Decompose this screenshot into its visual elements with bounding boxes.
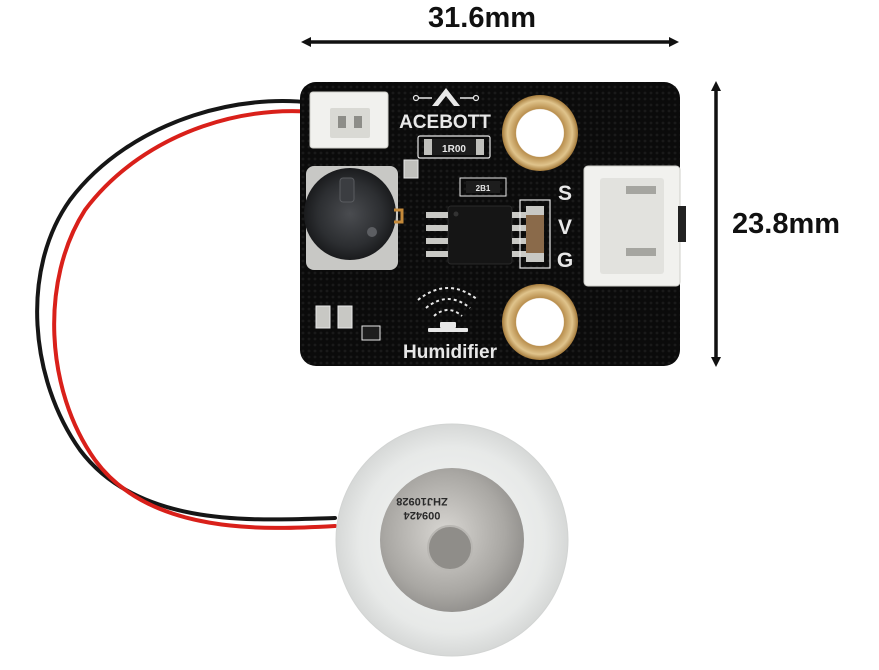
acebott-logo <box>412 88 480 106</box>
red-wire <box>52 109 342 530</box>
small-diode <box>403 159 419 179</box>
inductor-coil <box>304 166 404 270</box>
resistor: 1R00 <box>417 135 491 159</box>
three-pin-connector <box>583 165 686 287</box>
disc-marking-1: 009424 <box>403 509 441 521</box>
resistor-marking: 1R00 <box>442 144 466 155</box>
small-smd-part: 2B1 <box>459 177 507 197</box>
small-component-1 <box>315 305 331 329</box>
pin-label-s: S <box>558 182 572 205</box>
small-transistor <box>361 325 381 341</box>
brand-text: ACEBOTT <box>399 112 491 133</box>
disc-marking-2: ZHJ10928 <box>396 495 447 507</box>
disc-center-dome <box>427 525 473 571</box>
wire-pair <box>35 99 342 530</box>
pin-label-v: V <box>558 216 572 239</box>
ic-chip <box>426 205 534 265</box>
small-component-2 <box>337 305 353 329</box>
pin-label-g: G <box>557 249 573 272</box>
capacitor <box>519 199 551 269</box>
humidifier-board: ACEBOTT 1R00 2B1 <box>300 82 686 366</box>
humidifier-icon <box>417 287 479 332</box>
mounting-hole-bottom <box>502 284 578 360</box>
two-pin-connector <box>309 91 389 149</box>
small-part-marking: 2B1 <box>476 184 491 193</box>
width-dimension-label: 31.6mm <box>428 2 537 34</box>
mounting-hole-top <box>502 95 578 171</box>
height-dimension-label: 23.8mm <box>732 208 841 240</box>
atomizer-disc: 009424 ZHJ10928 <box>335 423 569 657</box>
board-name-text: Humidifier <box>403 342 498 363</box>
black-wire <box>35 99 342 522</box>
